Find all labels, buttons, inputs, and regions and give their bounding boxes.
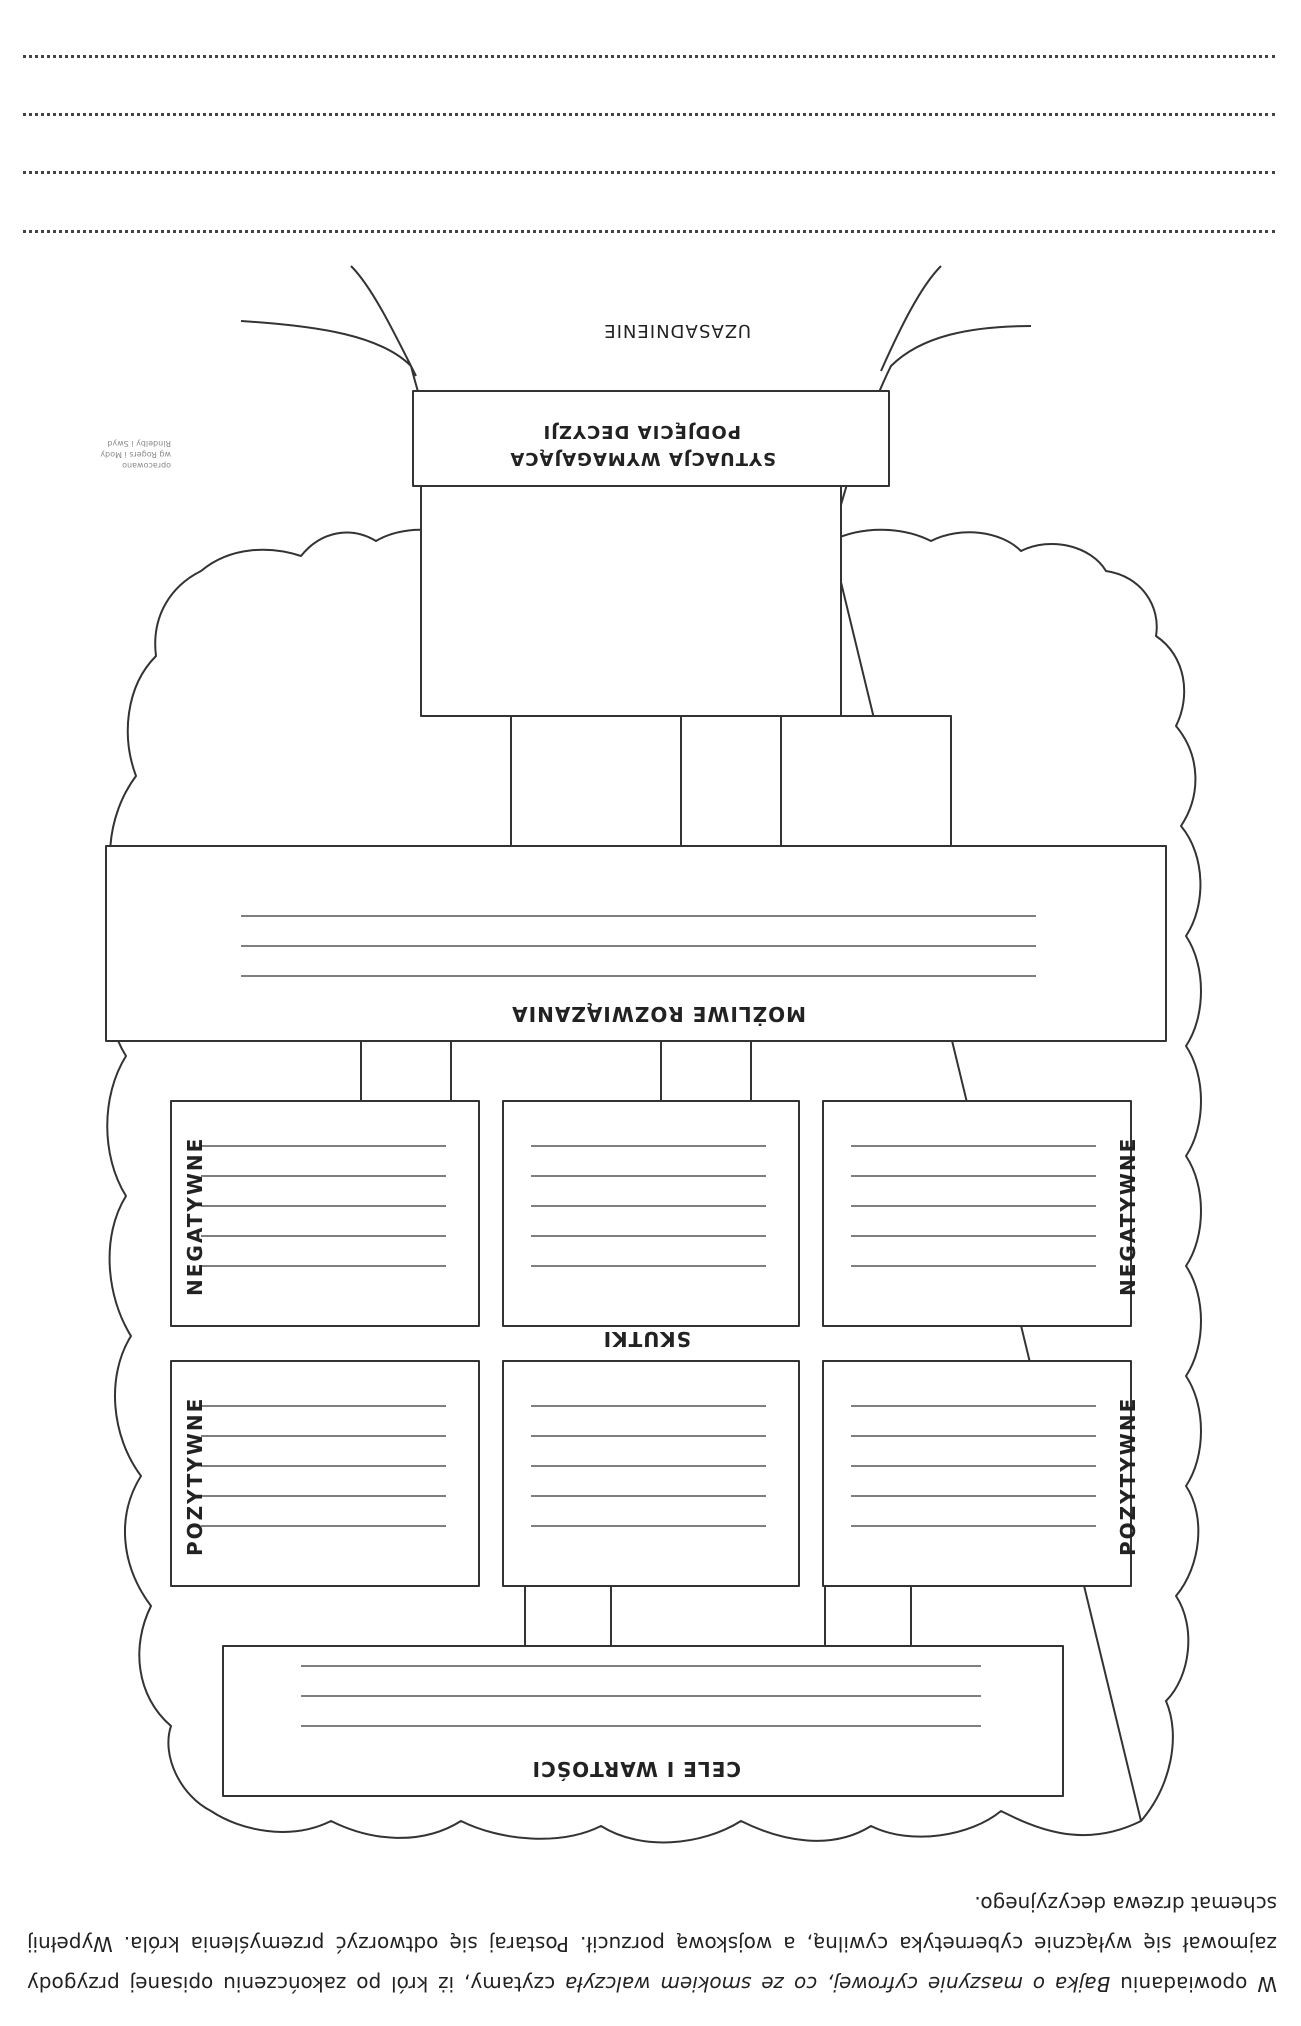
- consequence-box-4: [822, 1100, 1132, 1327]
- trunk-column: [420, 485, 842, 717]
- solutions-label: MOŻLIWE ROZWIĄZANIA: [511, 1002, 806, 1026]
- goals-stem-left: [824, 1585, 912, 1647]
- consequence-box-5: [502, 1100, 800, 1327]
- solutions-stem-right: [360, 1040, 452, 1102]
- consequence-box-1: [822, 1360, 1132, 1587]
- trunk-block-right: [780, 715, 952, 847]
- right-positive-label: POZYTYWNE: [1116, 1396, 1140, 1556]
- situation-label-line1: SYTUACJA WYMAGAJĄCA: [509, 448, 776, 469]
- credit-line: wg Rogers i Mody: [100, 450, 171, 459]
- left-negative-label: NEGATYWNE: [183, 1136, 207, 1296]
- situation-box: [412, 390, 890, 487]
- left-positive-label: POZYTYWNE: [183, 1396, 207, 1556]
- credit-line: Rindelby i Swyd: [107, 439, 171, 448]
- justification-label: UZASADNIENIE: [603, 320, 751, 341]
- consequence-box-2: [502, 1360, 800, 1587]
- justification-answer-line[interactable]: [23, 113, 1275, 116]
- consequence-box-3: [170, 1360, 480, 1587]
- justification-answer-line[interactable]: [23, 171, 1275, 174]
- solutions-box: [105, 845, 1167, 1042]
- solutions-stem-left: [660, 1040, 752, 1102]
- tree-trunk-outline: [240, 265, 1032, 542]
- consequences-label: SKUTKI: [602, 1327, 691, 1351]
- goals-stem-right: [524, 1585, 612, 1647]
- situation-label-line2: PODJĘCIA DECYZJI: [542, 421, 741, 442]
- justification-answer-line[interactable]: [23, 55, 1275, 58]
- goals-label: CELE I WARTOŚCI: [531, 1757, 741, 1781]
- justification-answer-line[interactable]: [23, 230, 1275, 233]
- consequence-box-6: [170, 1100, 480, 1327]
- right-negative-label: NEGATYWNE: [1116, 1136, 1140, 1296]
- trunk-block-left: [510, 715, 682, 847]
- credit-line: opracowano: [122, 461, 171, 470]
- goals-box: [222, 1645, 1064, 1797]
- tree-foliage-outline: [106, 528, 1202, 1844]
- diagram-credit: opracowano wg Rogers i Mody Rindelby i S…: [81, 438, 171, 471]
